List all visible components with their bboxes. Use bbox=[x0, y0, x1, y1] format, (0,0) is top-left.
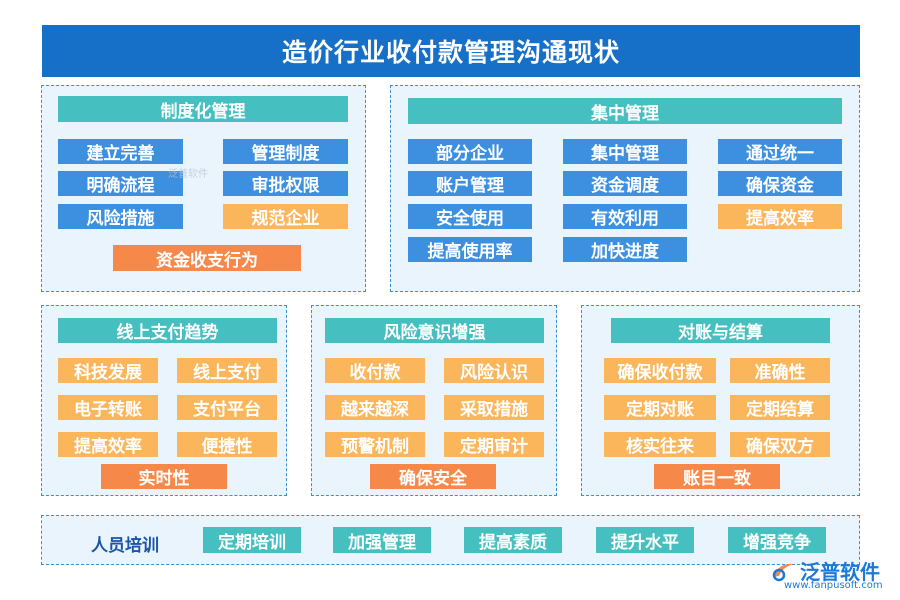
item-training-3: 提高素质 bbox=[464, 527, 562, 553]
item-central-8: 有效利用 bbox=[563, 204, 687, 229]
item-risk-6: 定期审计 bbox=[444, 432, 544, 457]
item-reconcile-6: 确保双方 bbox=[730, 432, 830, 457]
item-reconcile-3: 定期对账 bbox=[604, 395, 716, 420]
item-online-4: 支付平台 bbox=[177, 395, 277, 420]
header-central: 集中管理 bbox=[408, 98, 842, 124]
item-central-1: 部分企业 bbox=[408, 139, 532, 164]
item-central-9: 提高效率 bbox=[718, 204, 842, 229]
training-label: 人员培训 bbox=[91, 535, 159, 556]
item-reconcile-5: 核实往来 bbox=[604, 432, 716, 457]
logo-url: www.fanpusoft.com bbox=[784, 580, 883, 591]
page-title: 造价行业收付款管理沟通现状 bbox=[42, 25, 860, 77]
item-risk-4: 采取措施 bbox=[444, 395, 544, 420]
item-online-6: 便捷性 bbox=[177, 432, 277, 457]
header-system: 制度化管理 bbox=[58, 96, 348, 122]
item-central-5: 资金调度 bbox=[563, 171, 687, 196]
item-system-2: 管理制度 bbox=[223, 139, 348, 164]
item-central-6: 确保资金 bbox=[718, 171, 842, 196]
item-online-bottom: 实时性 bbox=[101, 464, 227, 489]
item-online-3: 电子转账 bbox=[58, 395, 158, 420]
item-online-2: 线上支付 bbox=[177, 358, 277, 383]
item-system-1: 建立完善 bbox=[58, 139, 183, 164]
item-system-6: 规范企业 bbox=[223, 204, 348, 229]
item-reconcile-bottom: 账目一致 bbox=[654, 464, 780, 489]
item-risk-2: 风险认识 bbox=[444, 358, 544, 383]
item-system-5: 风险措施 bbox=[58, 204, 183, 229]
panel-training bbox=[41, 515, 860, 565]
item-system-bottom: 资金收支行为 bbox=[113, 245, 301, 271]
item-reconcile-1: 确保收付款 bbox=[604, 358, 716, 383]
watermark-text: 泛普软件 bbox=[168, 169, 208, 180]
header-risk: 风险意识增强 bbox=[325, 318, 544, 343]
item-risk-bottom: 确保安全 bbox=[370, 464, 496, 489]
brand-logo: 泛普软件 bbox=[770, 556, 880, 585]
item-risk-3: 越来越深 bbox=[325, 395, 425, 420]
item-risk-5: 预警机制 bbox=[325, 432, 425, 457]
item-central-11: 加快进度 bbox=[563, 237, 687, 262]
fanpu-logo-icon bbox=[772, 563, 793, 581]
item-system-4: 审批权限 bbox=[223, 171, 348, 196]
header-reconcile: 对账与结算 bbox=[611, 318, 830, 343]
logo-name: 泛普软件 bbox=[800, 560, 880, 584]
item-training-1: 定期培训 bbox=[203, 527, 301, 553]
item-online-1: 科技发展 bbox=[58, 358, 158, 383]
item-risk-1: 收付款 bbox=[325, 358, 425, 383]
item-central-7: 安全使用 bbox=[408, 204, 532, 229]
item-training-5: 增强竞争 bbox=[728, 527, 826, 553]
header-online: 线上支付趋势 bbox=[58, 318, 277, 343]
item-system-3: 明确流程 bbox=[58, 171, 183, 196]
item-training-4: 提升水平 bbox=[596, 527, 694, 553]
item-online-5: 提高效率 bbox=[58, 432, 158, 457]
item-central-4: 账户管理 bbox=[408, 171, 532, 196]
item-reconcile-4: 定期结算 bbox=[730, 395, 830, 420]
item-reconcile-2: 准确性 bbox=[730, 358, 830, 383]
item-central-3: 通过统一 bbox=[718, 139, 842, 164]
item-central-10: 提高使用率 bbox=[408, 237, 532, 262]
item-central-2: 集中管理 bbox=[563, 139, 687, 164]
item-training-2: 加强管理 bbox=[333, 527, 431, 553]
